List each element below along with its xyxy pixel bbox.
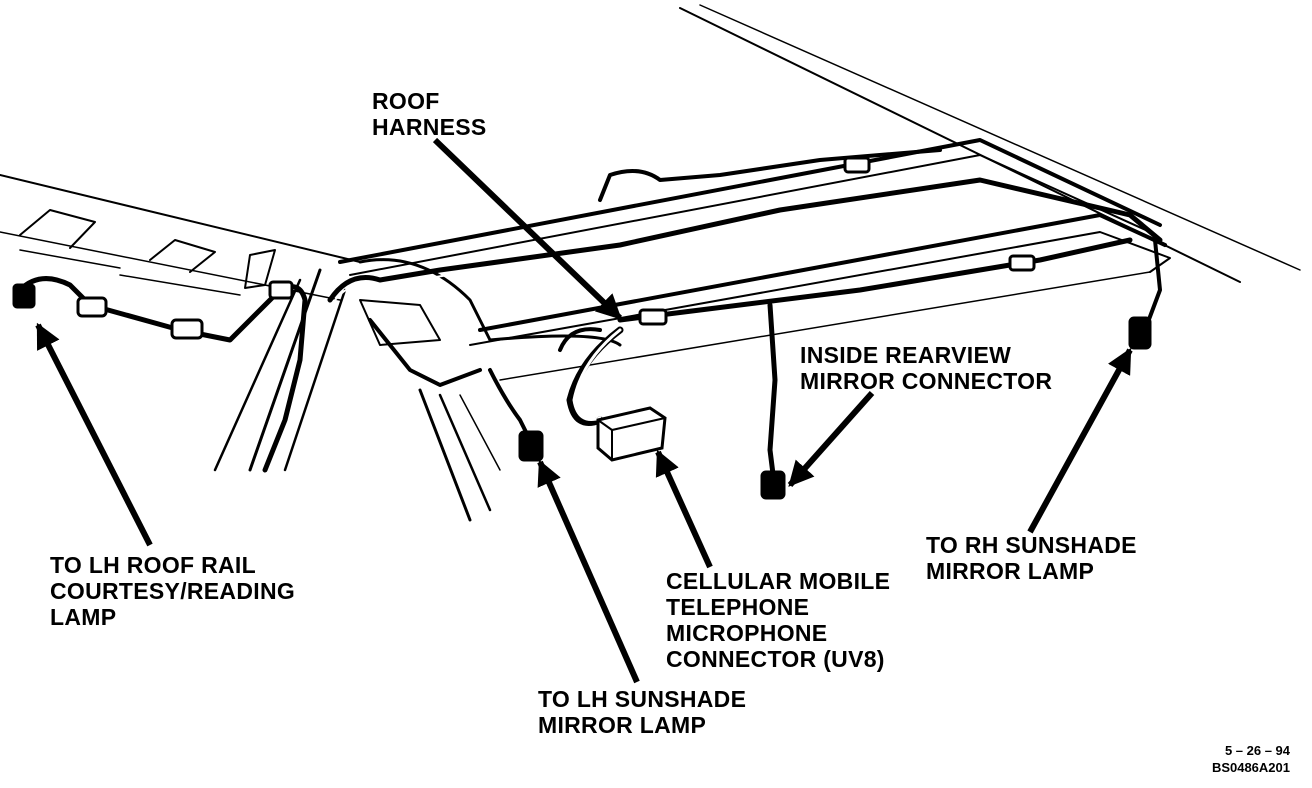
label-roof-harness: ROOF HARNESS bbox=[372, 88, 487, 140]
label-line: TELEPHONE bbox=[666, 594, 810, 620]
lh-roof-rail-connector bbox=[12, 283, 36, 309]
figure-code: BS0486A201 bbox=[1211, 760, 1290, 775]
telephone-microphone-connector bbox=[596, 406, 667, 462]
label-line: LAMP bbox=[50, 604, 117, 630]
label-line: TO RH SUNSHADE bbox=[926, 532, 1137, 558]
arrow-roof-harness bbox=[432, 137, 623, 321]
roof-harness-clip-c bbox=[638, 308, 668, 326]
arrow-lh-sunshade bbox=[537, 459, 640, 684]
label-rearview-connector: INSIDE REARVIEW MIRROR CONNECTOR bbox=[800, 342, 1052, 394]
roof-harness-wiring bbox=[17, 148, 1163, 493]
arrow-lh-roof-rail bbox=[35, 322, 153, 547]
roof-harness-clip-b bbox=[1008, 254, 1036, 272]
label-line: TO LH SUNSHADE bbox=[538, 686, 747, 712]
label-line: COURTESY/READING bbox=[50, 578, 296, 604]
label-line: CONNECTOR (UV8) bbox=[666, 646, 885, 672]
harness-clip-3 bbox=[268, 280, 294, 300]
rh-sunshade-connector bbox=[1128, 316, 1152, 350]
label-line: MICROPHONE bbox=[666, 620, 828, 646]
harness-connectors bbox=[12, 156, 1152, 500]
harness-clip-2 bbox=[170, 318, 204, 340]
figure-date: 5 – 26 – 94 bbox=[1224, 743, 1290, 758]
arrow-cellular-connector bbox=[655, 449, 713, 569]
label-lh-sunshade: TO LH SUNSHADE MIRROR LAMP bbox=[538, 686, 746, 738]
label-rh-sunshade: TO RH SUNSHADE MIRROR LAMP bbox=[926, 532, 1137, 584]
label-line: INSIDE REARVIEW bbox=[800, 342, 1012, 368]
label-line: MIRROR CONNECTOR bbox=[800, 368, 1053, 394]
arrow-rh-sunshade bbox=[1027, 347, 1133, 534]
harness-clip-1 bbox=[76, 296, 108, 318]
label-line: TO LH ROOF RAIL bbox=[50, 552, 256, 578]
roof-harness-clip-a bbox=[843, 156, 871, 174]
leader-arrows bbox=[35, 137, 1133, 684]
label-line: HARNESS bbox=[372, 114, 487, 140]
arrow-rearview-connector bbox=[787, 391, 875, 487]
headliner-outline bbox=[0, 4, 1301, 522]
label-cellular-connector: CELLULAR MOBILE TELEPHONE MICROPHONE CON… bbox=[666, 568, 890, 672]
label-line: MIRROR LAMP bbox=[538, 712, 707, 738]
label-line: MIRROR LAMP bbox=[926, 558, 1095, 584]
label-lh-roof-rail: TO LH ROOF RAIL COURTESY/READING LAMP bbox=[50, 552, 295, 630]
rearview-mirror-connector bbox=[760, 470, 786, 500]
label-line: ROOF bbox=[372, 88, 440, 114]
figure-reference: 5 – 26 – 94 BS0486A201 bbox=[1212, 742, 1290, 776]
lh-sunshade-connector bbox=[518, 430, 544, 462]
label-line: CELLULAR MOBILE bbox=[666, 568, 891, 594]
